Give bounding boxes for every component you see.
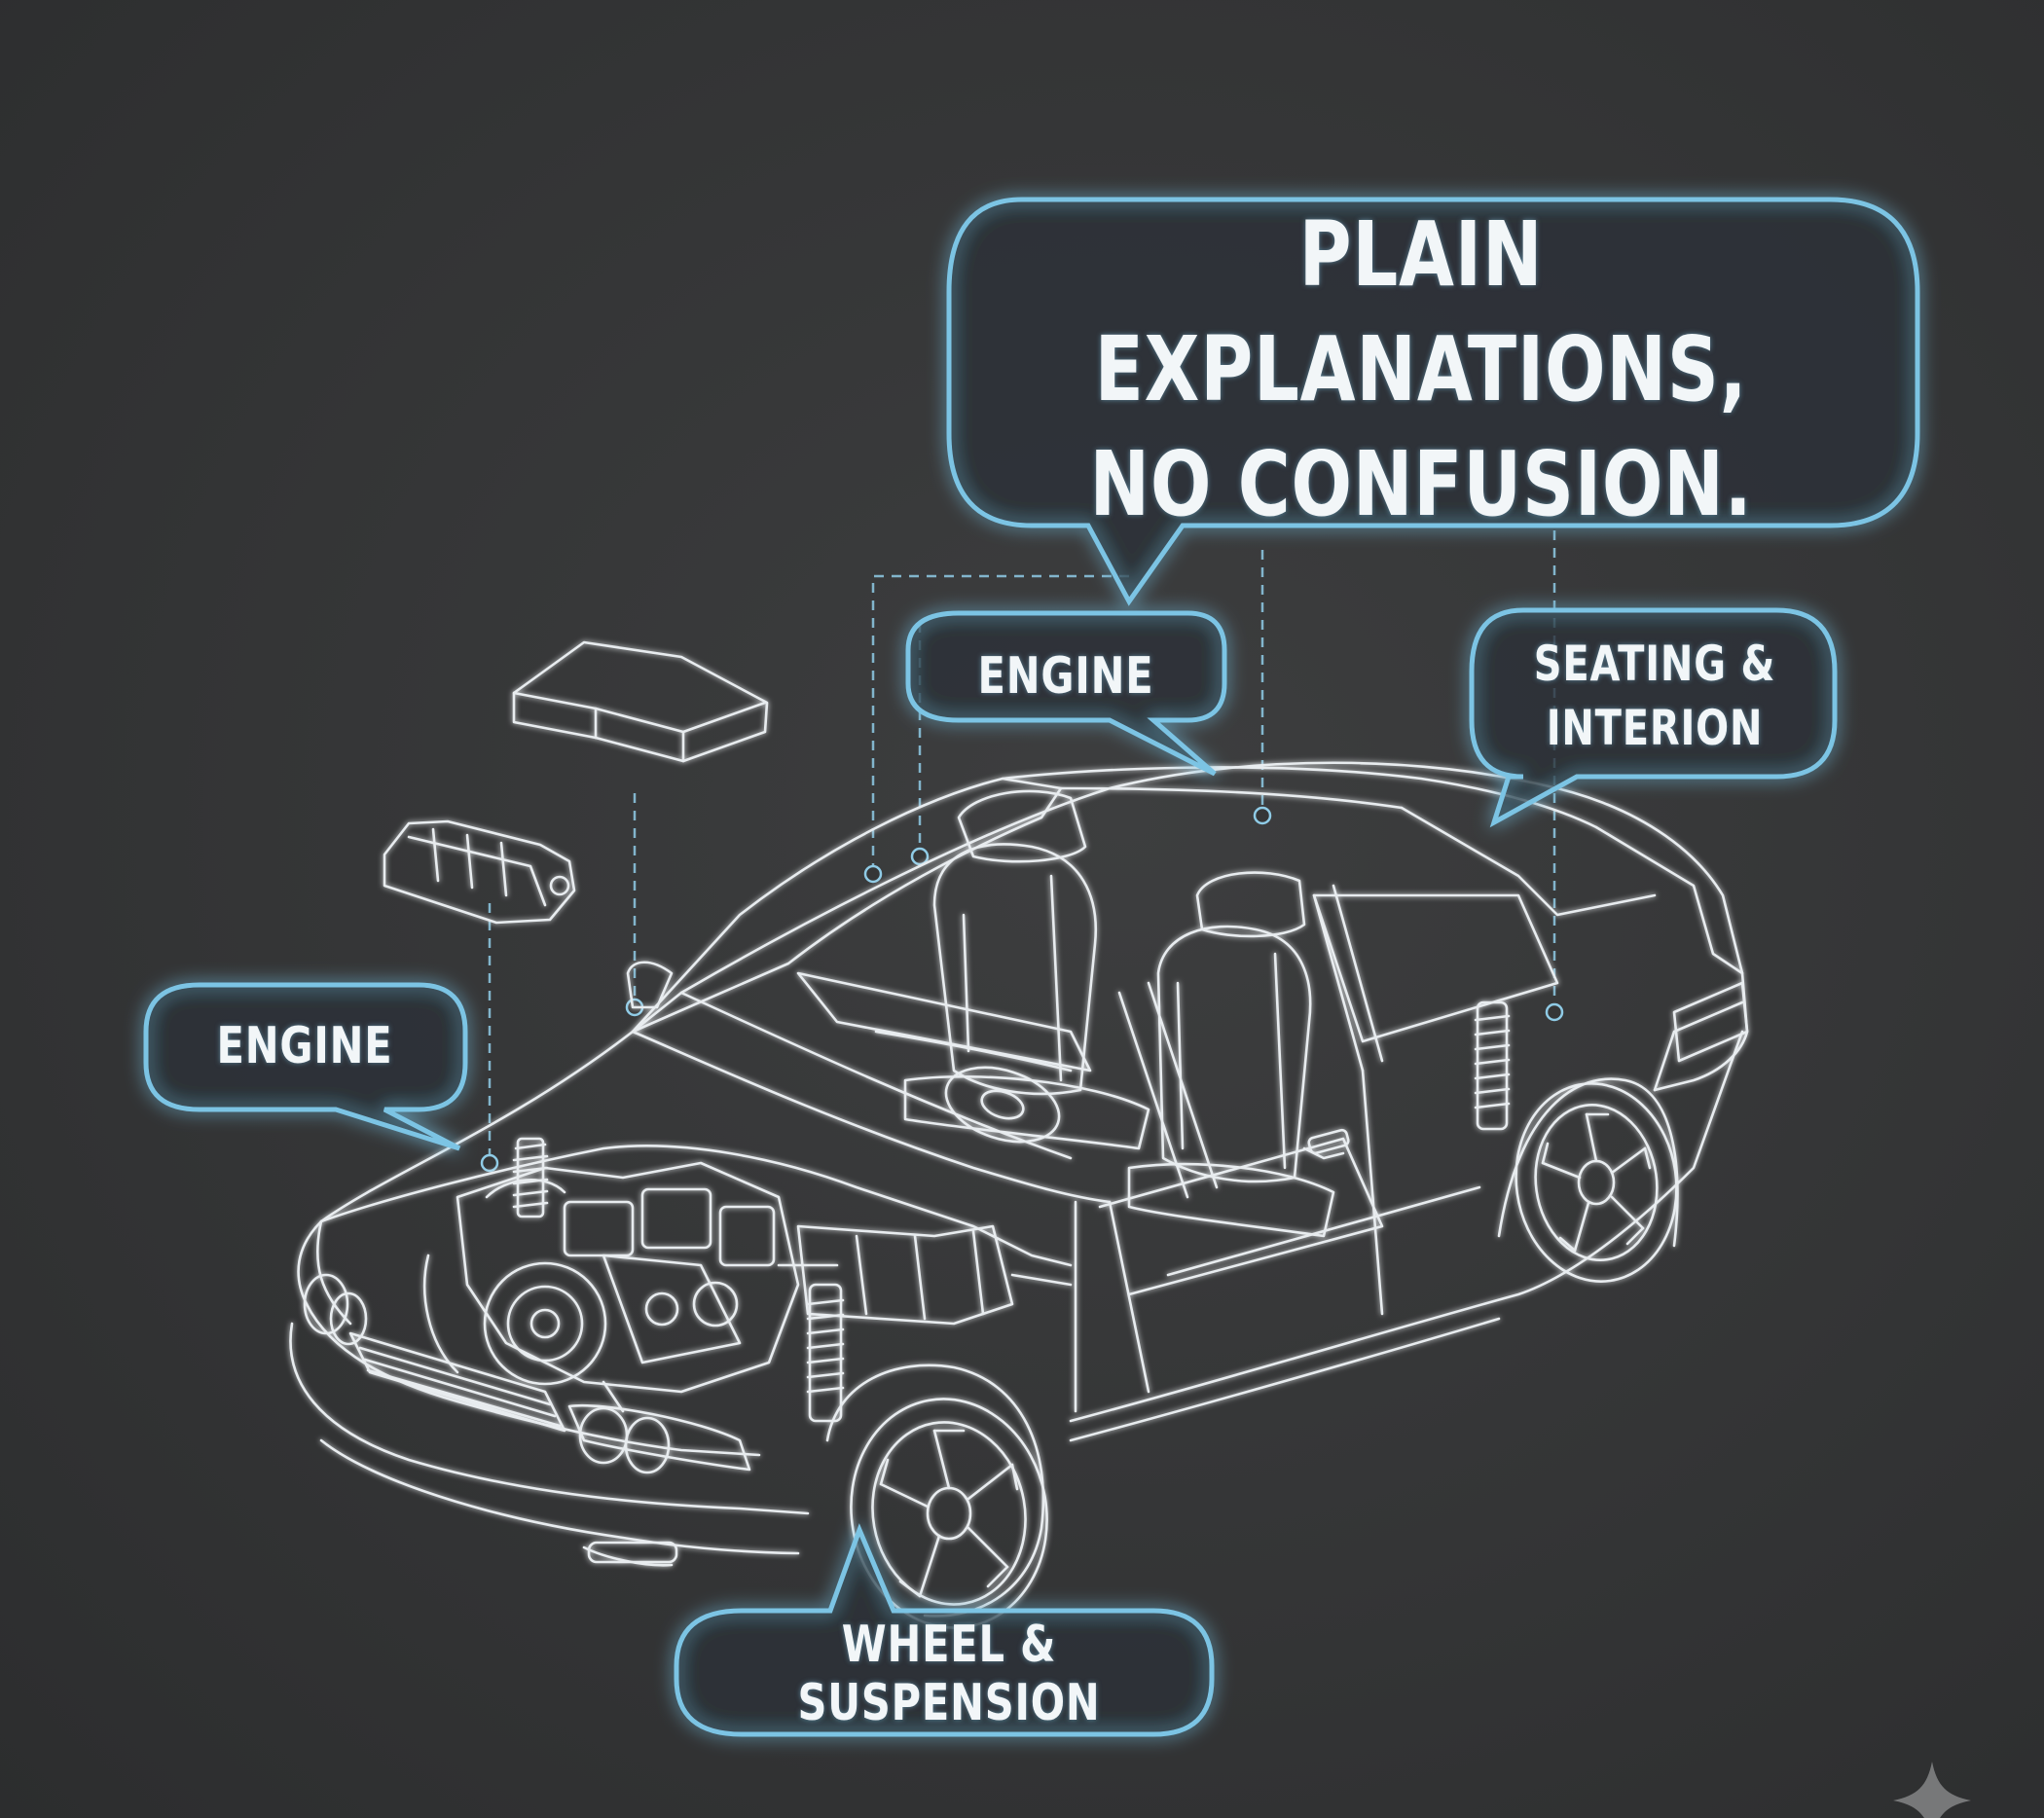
headlight-right [580, 1408, 627, 1463]
rear-wheel [1499, 1073, 1689, 1292]
leader-dot [482, 1155, 497, 1171]
callout-wheel-label: WHEEL & SUSPENSION [735, 1616, 1163, 1732]
sparkle-icon [1893, 1762, 1971, 1818]
callout-seating-line-1: SEATING & [1534, 632, 1775, 696]
leader-dot [912, 849, 928, 864]
front-bumper [291, 1324, 809, 1513]
leader-dot [865, 866, 881, 882]
callout-seating: SEATING & INTERION [1518, 623, 1791, 769]
leader-dot [1255, 808, 1270, 823]
callout-engine-left: ENGINE [184, 1007, 425, 1085]
front-strut [808, 1285, 843, 1421]
front-coil-spring [514, 1139, 547, 1217]
headline-line-1: PLAIN EXPLANATIONS, [1032, 198, 1810, 427]
car-roof-outline [299, 763, 1747, 1304]
callout-engine-top-label: ENGINE [978, 647, 1154, 706]
headline-line-2: NO CONFUSION. [1090, 427, 1753, 542]
front-seat [905, 791, 1149, 1148]
rear-seat [1129, 873, 1333, 1236]
callout-engine-left-label: ENGINE [217, 1017, 393, 1075]
headlight-left [305, 1275, 347, 1333]
windshield [633, 779, 1061, 1032]
callout-wheel: WHEEL & SUSPENSION [735, 1635, 1163, 1713]
rear-strut [1476, 1002, 1509, 1129]
transmission [798, 1226, 1012, 1324]
headline-text: PLAIN EXPLANATIONS, NO CONFUSION. [1032, 243, 1810, 496]
leader-dot [1547, 1004, 1562, 1020]
callout-engine-top: ENGINE [937, 637, 1194, 715]
floating-bracket-part [384, 821, 574, 923]
callout-seating-line-2: INTERION [1547, 696, 1764, 760]
steering-wheel [936, 1054, 1069, 1155]
floating-pad-part [514, 642, 767, 761]
